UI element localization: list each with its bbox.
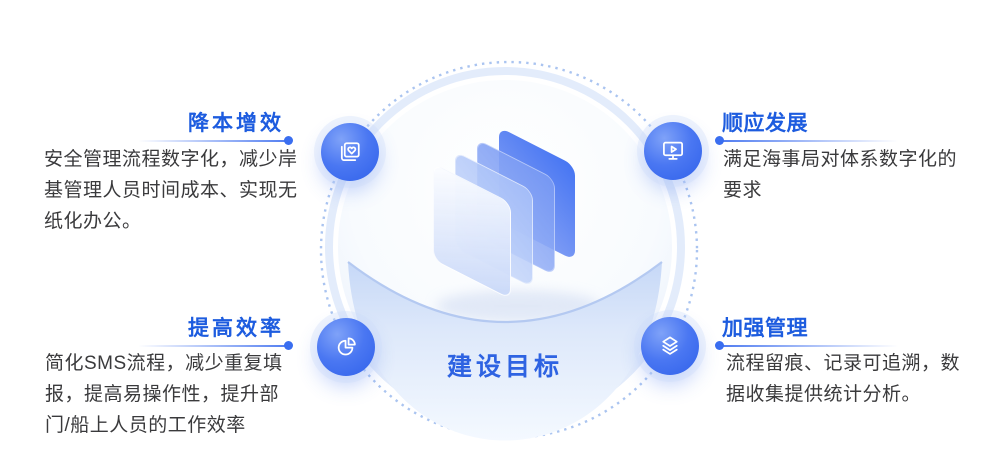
quadrant-text-bottom-left: 简化SMS流程，减少重复填 报，提高易操作性，提升部 门/船上人员的工作效率	[45, 353, 283, 436]
bowl-rim	[347, 261, 663, 324]
underline-dot	[284, 341, 293, 350]
monitor-play-icon	[663, 141, 683, 160]
quadrant-text-top-left: 安全管理流程数字化，减少岸 基管理人员时间成本、实现无 纸化办公。	[44, 149, 298, 232]
quadrant-title-bottom-left: 提高效率	[188, 317, 284, 340]
title-underline	[138, 345, 288, 347]
center-title: 建设目标	[446, 353, 563, 381]
icon-circle-top-right	[644, 122, 702, 180]
title-underline	[722, 345, 898, 347]
quadrant-text-bottom-right: 流程留痕、记录可追溯，数 据收集提供统计分析。	[726, 353, 961, 405]
underline-dot	[284, 136, 293, 145]
quadrant-title-top-right: 顺应发展	[722, 112, 808, 135]
quadrant-title-bottom-right: 加强管理	[722, 317, 808, 340]
dotted-ring	[319, 60, 699, 440]
icon-circle-top-left	[321, 123, 379, 181]
icon-circle-bottom-right	[641, 317, 699, 375]
quadrant-text-top-right: 满足海事局对体系数字化的 要求	[723, 149, 958, 201]
underline-dot	[715, 341, 724, 350]
layers-icon	[662, 336, 678, 355]
icon-circle-bottom-left	[317, 318, 375, 376]
title-underline	[722, 140, 898, 142]
pie-chart-icon	[337, 337, 356, 356]
bowl	[348, 262, 662, 441]
quadrant-title-top-left: 降本增效	[188, 112, 284, 135]
underline-dot	[715, 136, 724, 145]
title-underline	[138, 140, 288, 142]
card-heart-icon	[340, 142, 360, 162]
